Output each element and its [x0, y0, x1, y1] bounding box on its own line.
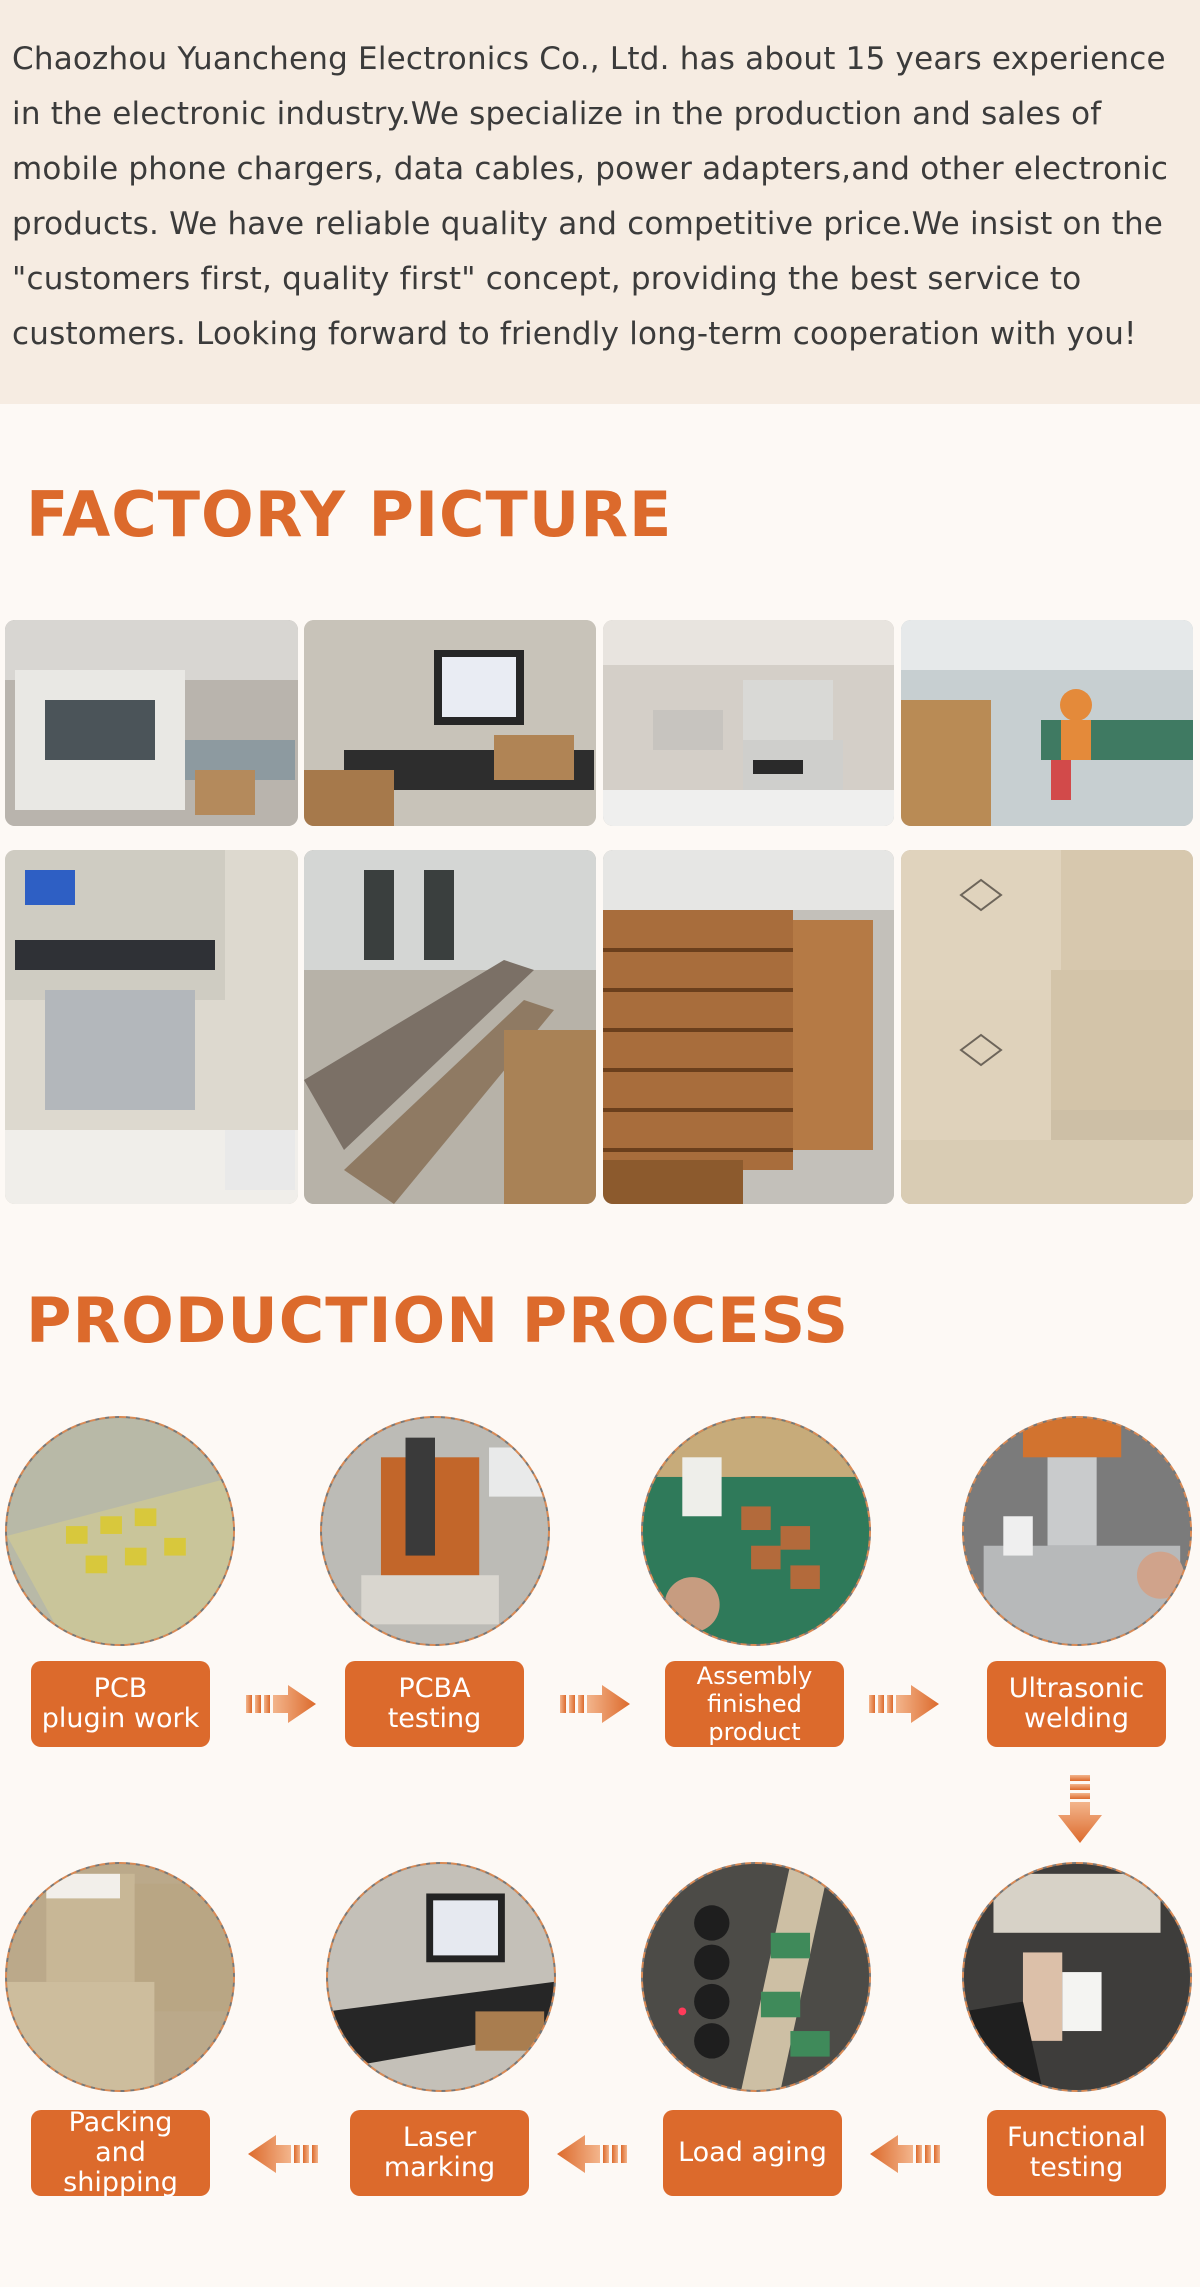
process-step-functional-testing: Functional testing: [987, 2110, 1166, 2196]
arrow-down-icon: [1057, 1775, 1103, 1843]
process-photo-load-aging: [641, 1862, 871, 2092]
process-step-assembly-finished-product: Assembly finished product: [665, 1661, 844, 1747]
arrow-right-icon: [869, 1683, 939, 1725]
arrow-left-icon: [248, 2133, 318, 2175]
arrow-right-icon: [560, 1683, 630, 1725]
process-step-laser-marking: Laser marking: [350, 2110, 529, 2196]
process-step-pcb-plugin-work: PCB plugin work: [31, 1661, 210, 1747]
process-photo-assembly: [641, 1416, 871, 1646]
factory-photo-test-instruments: [603, 620, 894, 826]
arrow-right-icon: [246, 1683, 316, 1725]
factory-photo-testing-fixture: [5, 850, 298, 1204]
process-photo-pcb-plugin: [5, 1416, 235, 1646]
process-step-load-aging: Load aging: [663, 2110, 842, 2196]
process-step-pcba-testing: PCBA testing: [345, 1661, 524, 1747]
company-intro-banner: Chaozhou Yuancheng Electronics Co., Ltd.…: [0, 0, 1200, 404]
production-process-title: PRODUCTION PROCESS: [26, 1284, 850, 1357]
factory-photo-wooden-trays: [603, 850, 894, 1204]
process-photo-laser-marking: [326, 1862, 556, 2092]
arrow-left-icon: [870, 2133, 940, 2175]
process-photo-functional-testing: [962, 1862, 1192, 2092]
process-step-packing-and-shipping: Packing and shipping: [31, 2108, 210, 2198]
process-photo-pcba-testing: [320, 1416, 550, 1646]
factory-photo-carton-boxes: [901, 850, 1193, 1204]
process-step-ultrasonic-welding: Ultrasonic welding: [987, 1661, 1166, 1747]
factory-picture-title: FACTORY PICTURE: [26, 478, 673, 551]
factory-photo-wave-soldering-machine: [5, 620, 298, 826]
factory-photo-laser-station: [304, 620, 596, 826]
arrow-left-icon: [557, 2133, 627, 2175]
process-photo-ultrasonic-welding: [962, 1416, 1192, 1646]
process-photo-packing: [5, 1862, 235, 2092]
company-intro-text: Chaozhou Yuancheng Electronics Co., Ltd.…: [12, 41, 1169, 352]
factory-photo-aging-rack-room: [304, 850, 596, 1204]
factory-photo-assembly-line-workers: [901, 620, 1193, 826]
